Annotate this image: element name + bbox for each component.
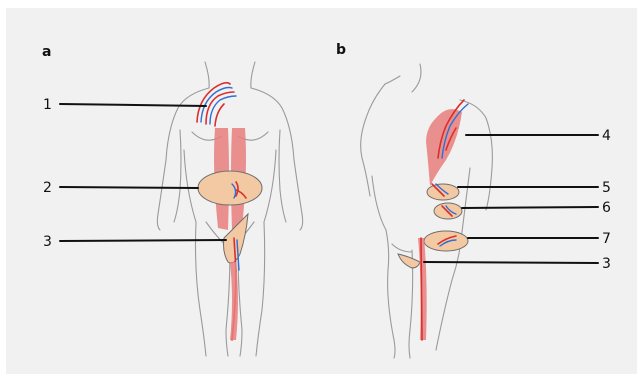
callout-3-front: 3 [43, 234, 52, 250]
back-flap-6 [434, 203, 462, 219]
leader-lines [60, 104, 598, 263]
latissimus-dorsi-muscle [426, 100, 468, 186]
callout-7: 7 [602, 231, 611, 247]
callout-5: 5 [602, 180, 611, 196]
leader-line-3a [60, 240, 226, 241]
back-flap-5 [427, 184, 459, 200]
panel-label-b: b [336, 42, 346, 58]
chest-vessels [197, 83, 236, 126]
back-flap-7 [424, 231, 468, 251]
callout-2: 2 [43, 180, 52, 196]
leader-line-2 [60, 187, 198, 188]
abdominal-flap [198, 171, 262, 205]
leader-line-3b [424, 262, 598, 263]
panel-label-a: a [42, 44, 51, 60]
callout-1: 1 [43, 97, 52, 113]
callout-6: 6 [602, 200, 611, 216]
callout-4: 4 [602, 128, 611, 144]
leader-line-6 [462, 207, 598, 208]
callout-3-back: 3 [602, 256, 611, 272]
leader-line-1 [60, 104, 206, 106]
